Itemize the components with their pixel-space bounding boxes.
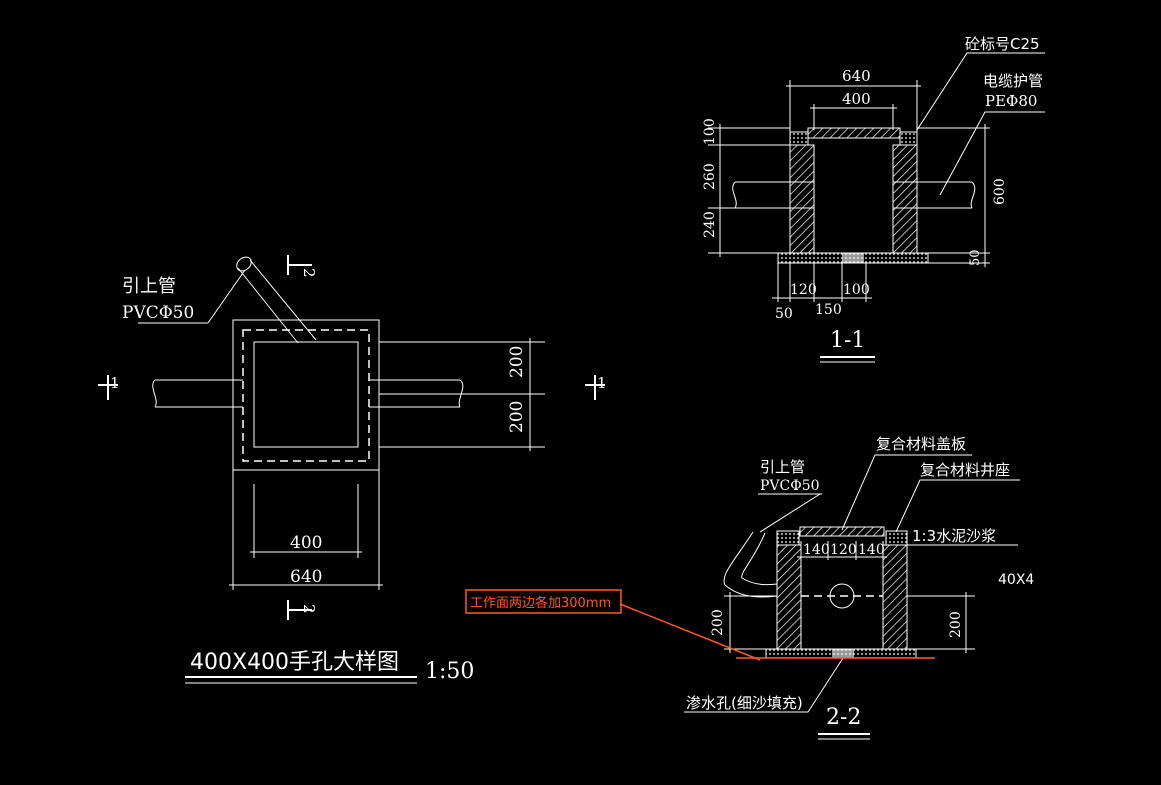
s1-label: 1-1 — [830, 328, 865, 353]
svg-text:400: 400 — [842, 90, 871, 108]
plan-inner-opening — [253, 341, 359, 448]
plan-cover-dashed — [242, 329, 370, 462]
plan-title: 400X400手孔大样图 — [190, 650, 399, 675]
plan-outer-wall — [232, 319, 380, 471]
s2-annotation-text: 工作面两边各加300mm — [470, 595, 611, 611]
section-mark-1-left — [98, 375, 118, 400]
section-2-2: 140 120 140 200 200 复合材料盖板 复合材料井座 1:3水泥沙… — [465, 435, 1034, 740]
svg-text:200: 200 — [507, 401, 527, 433]
plan-view: 引上管 PVCΦ50 200 200 400 640 1 1 2 2 400X4… — [98, 255, 607, 684]
s1-right-wall — [892, 144, 918, 254]
plan-riser-pipe — [237, 259, 317, 344]
s2-right-wall — [882, 544, 908, 650]
svg-text:240: 240 — [702, 211, 718, 238]
svg-text:200: 200 — [507, 346, 527, 378]
svg-text:1: 1 — [597, 374, 607, 392]
s2-riser-label: 引上管 — [760, 458, 805, 476]
svg-text:640: 640 — [842, 67, 871, 85]
plan-riser-label: 引上管 — [122, 276, 176, 297]
svg-text:1: 1 — [110, 374, 120, 392]
s2-label: 2-2 — [826, 705, 861, 730]
svg-text:200: 200 — [710, 609, 726, 636]
section-mark-2-bottom — [287, 600, 312, 620]
svg-text:120: 120 — [830, 542, 857, 558]
s1-left-wall — [789, 144, 815, 254]
s2-seat-label: 复合材料井座 — [920, 461, 1010, 479]
s2-left-wall — [776, 544, 802, 650]
svg-text:50: 50 — [968, 249, 983, 266]
s2-annotation-box — [465, 589, 622, 614]
section-mark-2-top — [287, 255, 312, 275]
plan-riser-spec: PVCΦ50 — [122, 303, 194, 323]
svg-text:400: 400 — [290, 533, 322, 553]
svg-text:120: 120 — [790, 282, 817, 298]
svg-text:150: 150 — [815, 302, 842, 318]
s1-cable-spec: PEΦ80 — [985, 92, 1037, 110]
s1-cable-pipe — [735, 181, 972, 209]
s1-cable-label: 电缆护管 — [983, 72, 1043, 90]
s2-mortar-label: 1:3水泥沙浆 — [912, 527, 996, 545]
svg-text:260: 260 — [702, 163, 718, 190]
svg-text:140: 140 — [858, 542, 885, 558]
svg-text:100: 100 — [843, 282, 870, 298]
svg-text:2: 2 — [300, 604, 318, 614]
svg-text:100: 100 — [702, 118, 718, 145]
s2-riser-pipe — [723, 531, 778, 598]
svg-text:600: 600 — [992, 178, 1008, 205]
plan-scale: 1:50 — [425, 659, 474, 684]
svg-text:2: 2 — [300, 268, 318, 278]
svg-text:640: 640 — [290, 567, 322, 587]
s2-cover-label: 复合材料盖板 — [876, 435, 966, 453]
svg-text:140: 140 — [803, 542, 830, 558]
svg-text:200: 200 — [948, 611, 964, 638]
s2-drain-label: 渗水孔(细沙填充) — [686, 694, 803, 712]
s2-riser-spec: PVCΦ50 — [760, 478, 820, 494]
plan-cable-pipe — [155, 379, 460, 408]
plan-dim-bottom — [229, 551, 383, 586]
s2-side-note: 40X4 — [998, 572, 1034, 588]
section-1-1: 640 400 100 260 240 600 50 120 100 50 15… — [702, 35, 1045, 363]
s1-concrete-note: 砼标号C25 — [965, 35, 1040, 53]
svg-text:50: 50 — [775, 306, 793, 322]
section-mark-1-right — [585, 375, 605, 400]
s2-cover — [799, 526, 885, 537]
s1-cover — [807, 127, 901, 139]
plan-dim-right — [379, 338, 545, 451]
